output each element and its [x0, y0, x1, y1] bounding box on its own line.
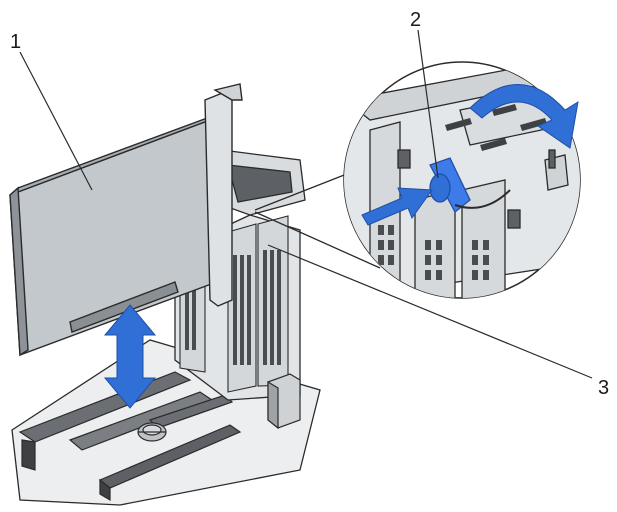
callout-2: 2: [410, 9, 421, 31]
card-bracket: [205, 92, 232, 306]
standoff-block: [268, 374, 300, 428]
leader-1: [20, 52, 92, 190]
callout-1: 1: [10, 31, 21, 53]
card-retention-frame: [222, 150, 305, 215]
zoom-inset: [340, 60, 600, 300]
callout-3: 3: [598, 377, 609, 399]
